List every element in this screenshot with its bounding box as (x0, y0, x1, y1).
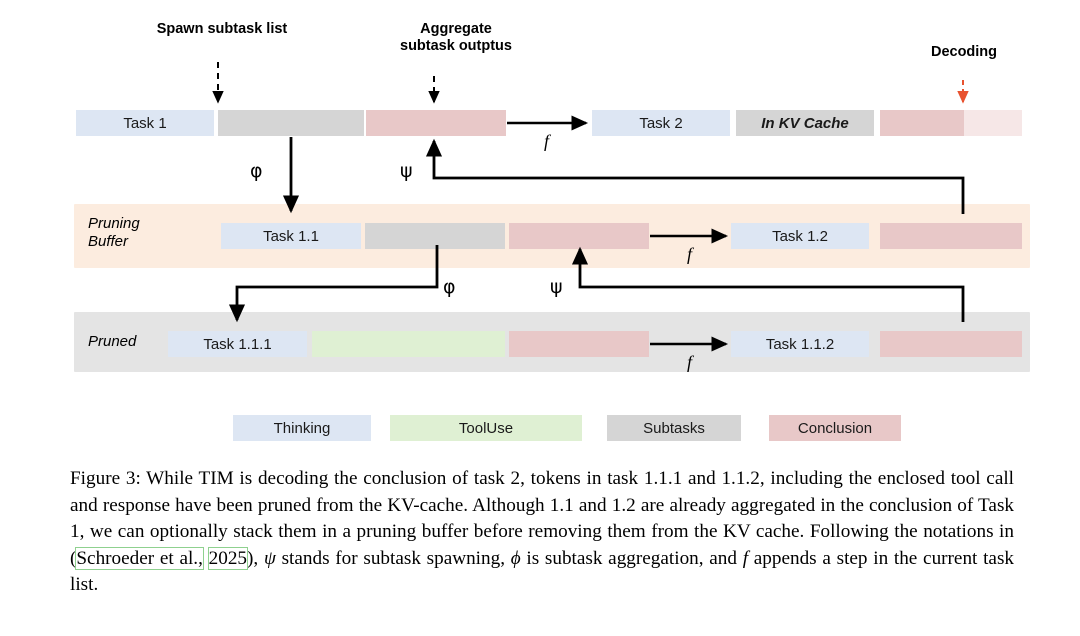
block-task-2-conclusion-pending (964, 110, 1022, 136)
figure-caption: Figure 3: While TIM is decoding the conc… (70, 466, 1014, 599)
block-task-1-1-subtasks (365, 223, 505, 249)
legend-item-thinking: Thinking (233, 415, 371, 441)
block-task-2-conclusion (880, 110, 964, 136)
block-task-1-2-thinking: Task 1.2 (731, 223, 869, 249)
caption-symbol-phi: ϕ (510, 547, 521, 569)
citation-link-year[interactable]: 2025 (207, 546, 249, 570)
block-task-1-1-thinking: Task 1.1 (221, 223, 361, 249)
legend: Thinking ToolUse Subtasks Conclusion (0, 415, 1080, 443)
citation-link-author[interactable]: Schroeder et al., (75, 546, 204, 570)
operator-phi-top: φ (250, 160, 263, 182)
legend-item-tooluse: ToolUse (390, 415, 582, 441)
block-task-1-thinking: Task 1 (76, 110, 214, 136)
caption-text-middle: ), (247, 547, 264, 569)
operator-f-mid: f (687, 244, 693, 264)
block-task-1-1-conclusion (509, 223, 649, 249)
pruned-label: Pruned (88, 333, 137, 350)
caption-symbol-psi: ψ (263, 547, 276, 569)
annotation-aggregate-subtask-outputs: Aggregate subtask outptus (400, 21, 512, 54)
caption-symbol-f: f (742, 547, 749, 569)
operator-phi-mid: φ (443, 276, 456, 298)
operator-psi-mid: ψ (550, 276, 563, 298)
block-task-1-subtasks (218, 110, 364, 136)
annotation-decoding: Decoding (930, 44, 998, 60)
block-task-1-1-2-conclusion (880, 331, 1022, 357)
block-task-2-thinking: Task 2 (592, 110, 730, 136)
caption-text-after-phi: is subtask aggregation, and (520, 547, 743, 569)
operator-f-bot: f (687, 352, 693, 372)
caption-text-suffix: appends a step in the current task list. (70, 547, 1015, 596)
block-task-1-1-1-conclusion (509, 331, 649, 357)
annotation-spawn-subtask-list: Spawn subtask list (156, 21, 288, 37)
legend-item-subtasks: Subtasks (607, 415, 741, 441)
caption-text-after-psi: stands for subtask spawning, (275, 547, 511, 569)
pruning-buffer-label: Pruning Buffer (88, 215, 140, 250)
block-task-1-1-1-thinking: Task 1.1.1 (168, 331, 307, 357)
caption-text-prefix: Figure 3: While TIM is decoding the conc… (70, 468, 1014, 569)
operator-psi-top: ψ (400, 160, 413, 182)
caption-space-1 (203, 548, 209, 569)
block-task-1-1-1-tooluse (312, 331, 505, 357)
figure-diagram: Pruning Buffer Pruned Spawn subtask list… (74, 21, 1030, 372)
legend-item-conclusion: Conclusion (769, 415, 901, 441)
block-task-1-1-2-thinking: Task 1.1.2 (731, 331, 869, 357)
block-task-2-kv-cache: In KV Cache (736, 110, 874, 136)
block-task-1-2-conclusion (880, 223, 1022, 249)
operator-f-top: f (544, 131, 550, 151)
block-task-1-conclusion (366, 110, 506, 136)
